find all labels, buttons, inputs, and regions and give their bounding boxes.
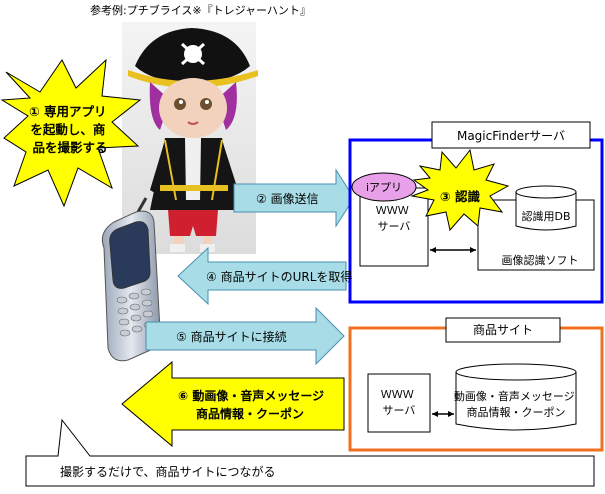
step1-star: ① 専用アプリ を起動し、商 品を撮影する	[0, 58, 142, 208]
svg-text:ＷＷＷ サーバ: ＷＷＷ サーバ	[381, 388, 418, 417]
shop-db-line2: 商品情報・クーポン	[467, 405, 566, 419]
example-caption: 参考例:プチブライス※『トレジャーハント』	[90, 3, 311, 17]
shop-db-cylinder: 動画像・音声メッセージ 商品情報・クーポン	[454, 363, 578, 431]
shop-db-line1: 動画像・音声メッセージ	[454, 389, 575, 403]
iapp-bubble	[351, 172, 417, 202]
step5-arrow: ⑤ 商品サイトに接続	[145, 306, 345, 366]
iapp-label: iアプリ	[366, 181, 402, 194]
step3-label: ③ 認識	[440, 189, 480, 204]
recognition-db-cylinder: 認識用DB	[515, 185, 577, 231]
step5-label: ⑤ 商品サイトに接続	[176, 329, 287, 344]
recognition-software-label: 画像認識ソフト	[502, 253, 579, 267]
recognition-db-label: 認識用DB	[521, 209, 570, 223]
shop-www-line1: ＷＷＷ	[381, 388, 414, 401]
svg-text:① 専用アプリ を起動し、商 品を撮: ① 専用アプリ を起動し、商 品を撮影する	[29, 104, 111, 155]
step1-line1: ① 専用アプリ	[29, 104, 106, 119]
svg-text:⑥ 動画像・音声メッセージ 商品情報・クーポン: ⑥ 動画像・音声メッセージ 商品情報・クーポン	[178, 388, 328, 421]
step3-star: ③ 認識	[410, 148, 510, 232]
step6-arrow: ⑥ 動画像・音声メッセージ 商品情報・クーポン	[121, 360, 345, 448]
shop-site-title: 商品サイト	[473, 322, 533, 337]
step2-arrow: ② 画像送信	[233, 168, 355, 228]
magicfinder-www-line1: ＷＷＷ	[376, 204, 409, 217]
step2-label: ② 画像送信	[256, 191, 319, 206]
pirate-doll-photo	[122, 22, 258, 254]
magicfinder-title: MagicFinderサーバ	[457, 129, 565, 143]
callout-text: 撮影するだけで、商品サイトにつながる	[60, 464, 276, 479]
svg-text:ＷＷＷ サーバ: ＷＷＷ サーバ	[376, 204, 413, 233]
svg-text:動画像・音声メッセージ 商品情報・クーポン: 動画像・音声メッセージ 商品情報・クーポン	[454, 389, 578, 419]
callout-box: 撮影するだけで、商品サイトにつながる	[25, 418, 595, 487]
step6-line2: 商品情報・クーポン	[196, 406, 304, 421]
step6-line1: ⑥ 動画像・音声メッセージ	[178, 388, 324, 403]
step1-line2: を起動し、商	[30, 122, 105, 137]
shop-www-server	[367, 373, 431, 433]
step4-label: ④ 商品サイトのURLを取得	[206, 269, 352, 284]
magicfinder-www-line2: サーバ	[378, 220, 411, 233]
magicfinder-www-server	[359, 187, 429, 267]
shop-www-line2: サーバ	[383, 404, 416, 417]
step4-arrow: ④ 商品サイトのURLを取得	[177, 246, 352, 306]
step1-line3: 品を撮影する	[32, 140, 107, 155]
